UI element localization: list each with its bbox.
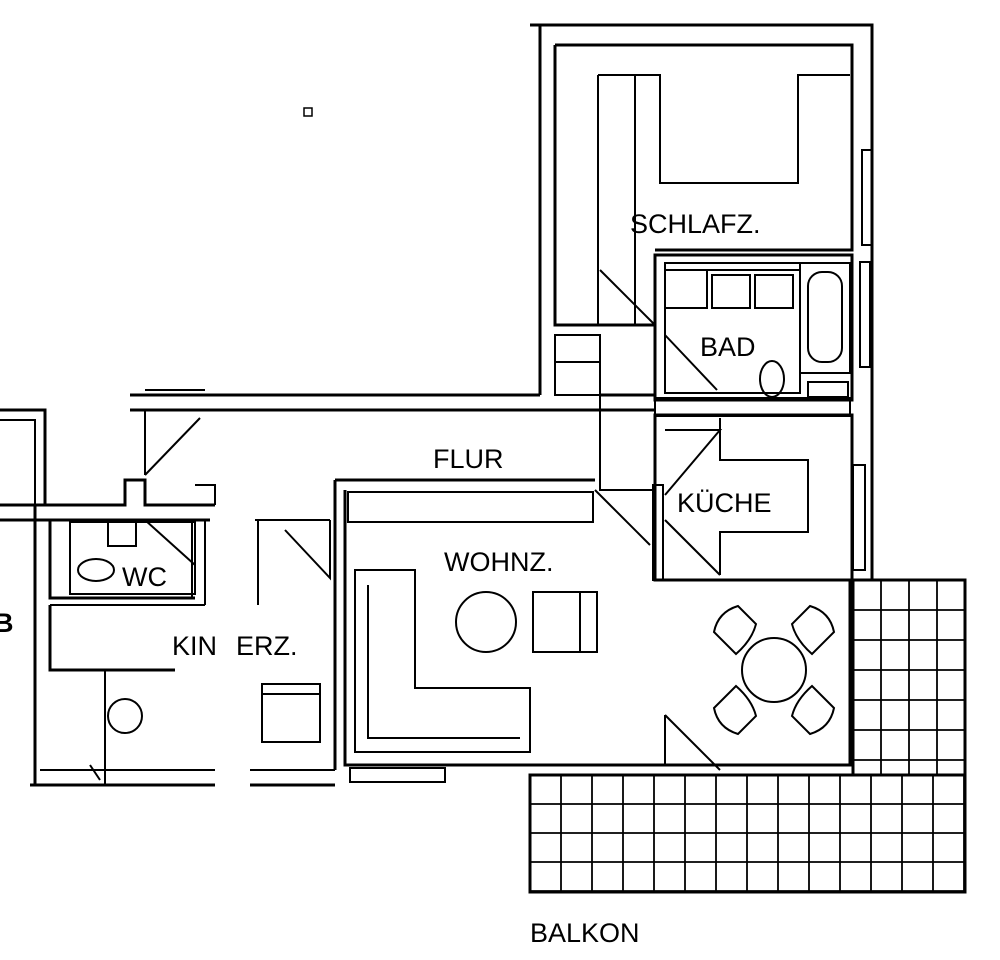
hallway: [130, 389, 851, 491]
room-label-wohnz: WOHNZ.: [444, 547, 553, 577]
living-room: [333, 478, 852, 783]
dining-set: [712, 604, 836, 736]
room-label-kinderz-left: KIN: [172, 631, 217, 661]
bedroom: [530, 23, 874, 580]
room-label-bad: BAD: [700, 332, 756, 362]
double-bed: [597, 74, 850, 325]
toilet-bowl: [759, 360, 785, 398]
room-label-flur: FLUR: [433, 444, 504, 474]
desk: [261, 683, 321, 743]
kitchen: [652, 413, 866, 582]
marker-square: [303, 107, 313, 117]
room-label-balkon: BALKON: [530, 918, 640, 948]
left-rooms: [0, 408, 335, 787]
corner-sofa: [354, 569, 531, 753]
room-label-kinderz-right: ERZ.: [236, 631, 298, 661]
room-label-wc: WC: [122, 562, 167, 592]
bathtub: [799, 262, 851, 374]
toilet-icon: [77, 558, 115, 582]
coffee-table: [455, 591, 517, 653]
balcony: [528, 578, 967, 894]
round-table: [107, 698, 143, 734]
bathroom: [653, 253, 871, 402]
room-label-schlafz: SCHLAFZ.: [630, 209, 761, 239]
wc-room: [69, 519, 196, 598]
edge-mark: B: [0, 608, 14, 638]
room-label-kueche: KÜCHE: [677, 488, 772, 518]
armchair: [532, 591, 598, 653]
